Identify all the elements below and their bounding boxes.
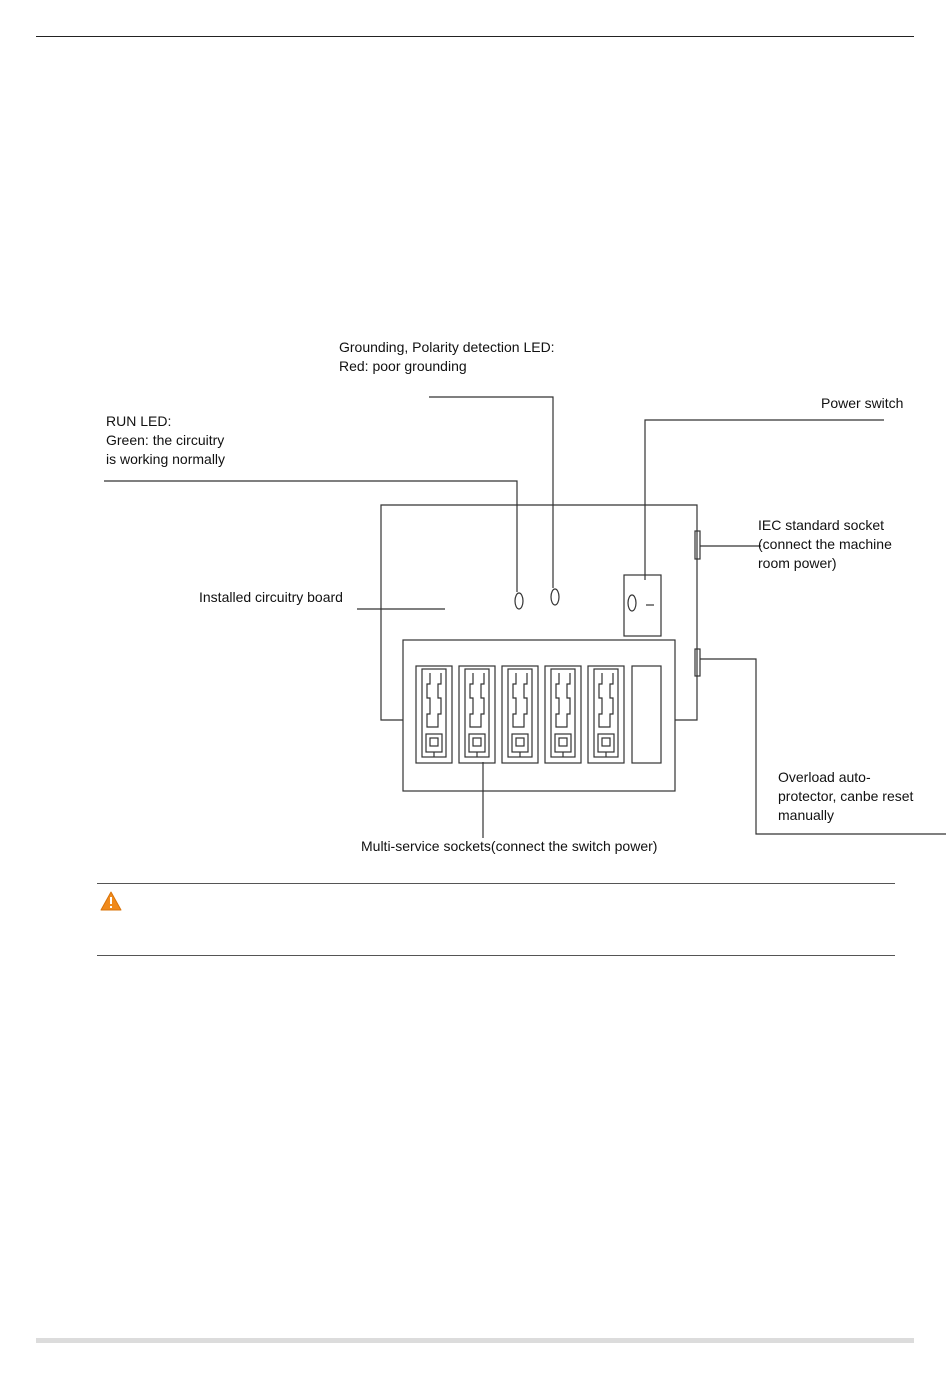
- housing-outline: [381, 505, 697, 720]
- overload-label: Overload auto- protector, canbe reset ma…: [778, 768, 913, 825]
- iec-socket-label-line3: room power): [758, 554, 892, 573]
- socket-blank: [632, 666, 661, 763]
- note-bottom-rule: [97, 955, 895, 956]
- overload-label-line1: Overload auto-: [778, 768, 913, 787]
- run-led-label-line1: RUN LED:: [106, 412, 225, 431]
- overload-label-line3: manually: [778, 806, 913, 825]
- grounding-led-label: Grounding, Polarity detection LED: Red: …: [339, 338, 555, 376]
- socket-3: [502, 666, 538, 763]
- power-switch-off-mark: [628, 595, 636, 611]
- run-led: [515, 593, 523, 609]
- run-led-label-line3: is working normally: [106, 450, 225, 469]
- leader-run: [104, 481, 517, 592]
- grounding-led-label-line1: Grounding, Polarity detection LED:: [339, 338, 555, 357]
- socket-1: [416, 666, 452, 763]
- overload-label-line2: protector, canbe reset: [778, 787, 913, 806]
- socket-2: [459, 666, 495, 763]
- socket-5: [588, 666, 624, 763]
- socket-group: [416, 666, 661, 763]
- iec-socket-label-line1: IEC standard socket: [758, 516, 892, 535]
- socket-4: [545, 666, 581, 763]
- circuitry-board-label: Installed circuitry board: [199, 588, 343, 607]
- multi-sockets-label: Multi-service sockets(connect the switch…: [361, 837, 657, 856]
- power-switch-box: [624, 575, 661, 636]
- socket-panel: [403, 640, 675, 791]
- warning-triangle-icon: [100, 891, 122, 911]
- footer-bar: [36, 1338, 914, 1343]
- iec-socket-label-line2: (connect the machine: [758, 535, 892, 554]
- run-led-label: RUN LED: Green: the circuitry is working…: [106, 412, 225, 469]
- power-switch-label: Power switch: [821, 394, 903, 413]
- grounding-led: [551, 589, 559, 605]
- run-led-label-line2: Green: the circuitry: [106, 431, 225, 450]
- note-top-rule: [97, 883, 895, 884]
- iec-socket-label: IEC standard socket (connect the machine…: [758, 516, 892, 573]
- grounding-led-label-line2: Red: poor grounding: [339, 357, 555, 376]
- leader-grounding: [429, 397, 553, 588]
